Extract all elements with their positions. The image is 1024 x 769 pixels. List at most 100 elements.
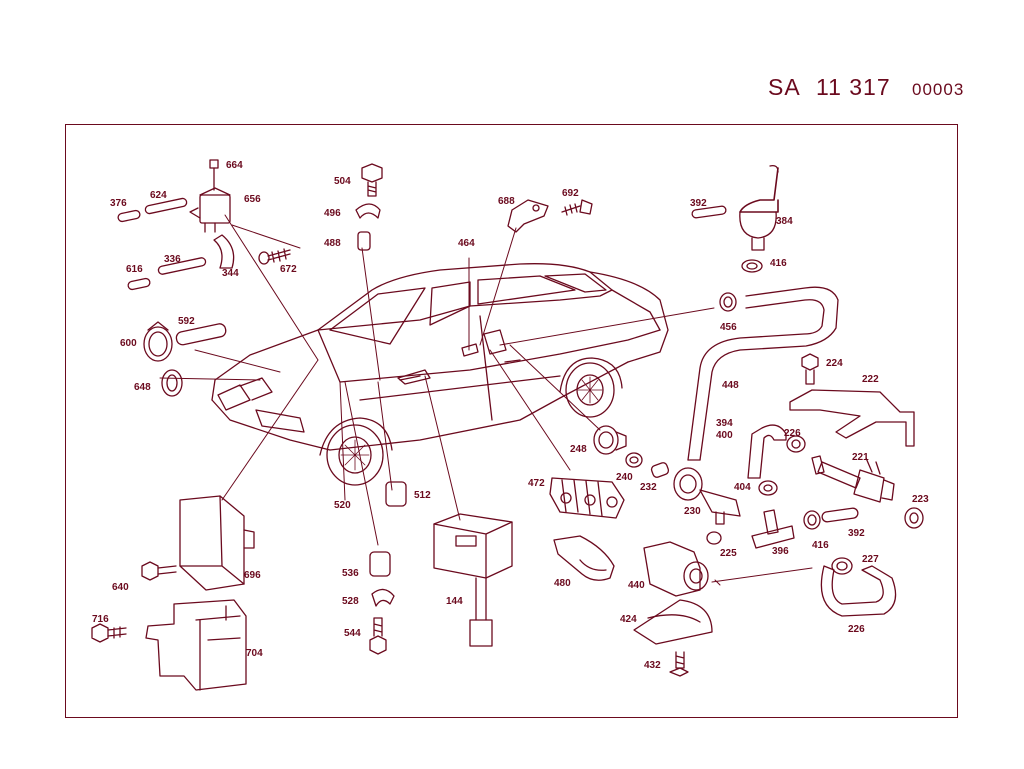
label-336: 336 (164, 254, 181, 265)
leader-lines (159, 214, 813, 586)
label-344: 344 (222, 268, 239, 279)
part-valve-656 (189, 159, 231, 233)
label-496: 496 (324, 208, 341, 219)
label-230: 230 (684, 506, 701, 517)
part-grommet-648 (161, 369, 183, 397)
part-hose-336 (157, 257, 207, 275)
label-664: 664 (226, 160, 243, 171)
label-144: 144 (446, 596, 463, 607)
part-hose-592 (175, 323, 227, 346)
part-clamp-456 (719, 292, 737, 312)
part-shield-424 (633, 599, 713, 645)
label-504: 504 (334, 176, 351, 187)
part-hose-394 (747, 424, 787, 479)
part-screw-544 (369, 617, 387, 655)
part-relay-144 (433, 513, 513, 647)
label-226-bottom: 226 (848, 624, 865, 635)
part-hose-448 (687, 286, 839, 461)
part-clamp-416-top (741, 259, 763, 273)
part-valve-248 (593, 425, 627, 455)
part-sleeve-232 (650, 462, 670, 478)
part-hose-344 (213, 234, 235, 269)
label-616: 616 (126, 264, 143, 275)
label-222: 222 (862, 374, 879, 385)
label-696: 696 (244, 570, 261, 581)
label-472: 472 (528, 478, 545, 489)
label-226-top: 226 (784, 428, 801, 439)
part-screw-692 (561, 199, 593, 216)
part-labels: 664 656 376 624 672 616 336 344 592 600 … (92, 160, 929, 671)
part-hose-616 (127, 277, 151, 291)
part-bolt-224 (801, 353, 819, 385)
label-656: 656 (244, 194, 261, 205)
label-704: 704 (246, 648, 263, 659)
part-clamp-600 (143, 321, 173, 362)
part-screw-672 (258, 248, 291, 265)
label-225: 225 (720, 548, 737, 559)
label-221: 221 (852, 452, 869, 463)
label-536: 536 (342, 568, 359, 579)
part-clamp-226-top (786, 435, 806, 453)
part-clamp-404 (758, 480, 778, 496)
part-screw-432 (669, 651, 689, 677)
label-224: 224 (826, 358, 843, 369)
label-396: 396 (772, 546, 789, 557)
part-control-unit-696 (179, 495, 255, 591)
label-672: 672 (280, 264, 297, 275)
part-clip-496 (355, 203, 381, 219)
part-clamp-225 (706, 531, 722, 545)
label-232: 232 (640, 482, 657, 493)
part-bracket-222 (789, 389, 915, 447)
part-sleeve-536 (369, 551, 391, 577)
part-vacuum-element-472 (549, 477, 625, 519)
header-sheet-number: 00003 (912, 80, 965, 99)
label-384: 384 (776, 216, 793, 227)
label-394: 394 (716, 418, 733, 429)
label-640: 640 (112, 582, 129, 593)
label-440: 440 (628, 580, 645, 591)
part-screw-716 (91, 623, 127, 643)
label-404: 404 (734, 482, 751, 493)
label-544: 544 (344, 628, 361, 639)
label-223: 223 (912, 494, 929, 505)
part-clamp-416-bottom (803, 510, 821, 530)
label-512: 512 (414, 490, 431, 501)
part-pump-221 (811, 455, 895, 503)
part-pump-440 (643, 541, 709, 597)
label-392-top: 392 (690, 198, 707, 209)
part-sleeve-512 (385, 481, 407, 507)
label-227: 227 (862, 554, 879, 565)
label-592: 592 (178, 316, 195, 327)
part-clamp-227 (831, 557, 853, 575)
label-392-bottom: 392 (848, 528, 865, 539)
part-screw-640 (141, 561, 177, 581)
part-sleeve-488 (357, 231, 371, 251)
part-bracket-688 (507, 199, 549, 233)
part-hose-624 (144, 197, 188, 215)
part-washer-223 (904, 507, 924, 529)
label-600: 600 (120, 338, 137, 349)
label-648: 648 (134, 382, 151, 393)
label-248: 248 (570, 444, 587, 455)
label-376: 376 (110, 198, 127, 209)
diagram-frame (65, 124, 958, 718)
label-480: 480 (554, 578, 571, 589)
label-488: 488 (324, 238, 341, 249)
part-tee-396 (751, 509, 795, 549)
label-520: 520 (334, 500, 351, 511)
part-valve-384 (739, 164, 779, 251)
label-464: 464 (458, 238, 475, 249)
part-valve-230 (673, 467, 741, 525)
label-624: 624 (150, 190, 167, 201)
header-code: SA (768, 74, 801, 100)
label-456: 456 (720, 322, 737, 333)
part-bracket-704 (145, 599, 247, 691)
label-528: 528 (342, 596, 359, 607)
label-424: 424 (620, 614, 637, 625)
label-688: 688 (498, 196, 515, 207)
label-692: 692 (562, 188, 579, 199)
part-clamp-240 (625, 452, 643, 468)
label-416-top: 416 (770, 258, 787, 269)
label-448: 448 (722, 380, 739, 391)
